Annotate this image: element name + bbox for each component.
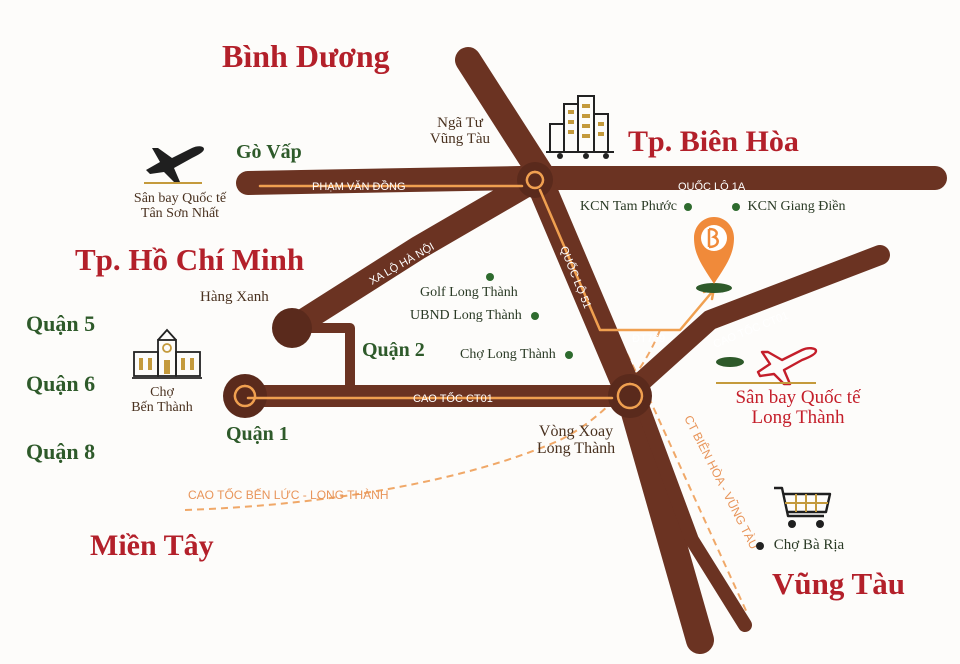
poi-ubnd-long-thanh: UBND Long Thành bbox=[410, 308, 540, 324]
place-tan-son-nhat: Sân bay Quốc tế Tân Sơn Nhất bbox=[125, 191, 235, 221]
poi-kcn-giang-dien: KCN Giang Điền bbox=[732, 199, 846, 215]
region-vung-tau: Vũng Tàu bbox=[772, 566, 905, 601]
poi-dot bbox=[486, 272, 494, 281]
place-nga-tu-vung-tau: Ngã Tư Vũng Tàu bbox=[400, 115, 520, 148]
route-node-ring-q1 bbox=[233, 384, 257, 408]
region-mien-tay: Miền Tây bbox=[90, 529, 214, 562]
poi-dot bbox=[565, 350, 574, 359]
poi-kcn-tam-phuoc: KCN Tam Phước bbox=[580, 199, 693, 215]
nga-tu-line-1: Ngã Tư bbox=[437, 115, 483, 131]
city-buildings-icon bbox=[546, 95, 614, 159]
label-ben-luc: CAO TỐC BẾN LỨC - LONG THÀNH bbox=[188, 487, 389, 502]
node-vong-xoay-long-thanh bbox=[608, 374, 652, 418]
district-quan-2: Quận 2 bbox=[362, 339, 425, 361]
node-hang-xanh bbox=[272, 308, 312, 348]
poi-kcn-tam-phuoc-label: KCN Tam Phước bbox=[580, 199, 677, 214]
place-vong-xoay-long-thanh: Vòng Xoay Long Thành bbox=[520, 423, 632, 458]
label-pham-van-dong: PHẠM VĂN ĐỒNG bbox=[312, 180, 406, 193]
region-bien-hoa: Tp. Biên Hòa bbox=[628, 125, 799, 158]
poi-dot bbox=[756, 541, 764, 550]
district-go-vap: Gò Vấp bbox=[236, 141, 302, 163]
poi-ubnd-label: UBND Long Thành bbox=[410, 308, 522, 323]
poi-golf-long-thanh: Golf Long Thành bbox=[420, 285, 518, 300]
poi-dot bbox=[684, 202, 693, 211]
node-quan-1 bbox=[223, 374, 267, 418]
ben-thanh-line-1: Chợ bbox=[150, 385, 174, 400]
airplane-icon bbox=[716, 347, 818, 386]
road-cao-toc-ct01-east bbox=[620, 245, 890, 402]
district-quan-5: Quận 5 bbox=[26, 311, 96, 336]
road-xa-lo-ha-noi bbox=[280, 168, 547, 340]
route-line-ql51 bbox=[538, 188, 714, 332]
node-nga-tu-vung-tau bbox=[517, 162, 553, 198]
tsn-line-2: Tân Sơn Nhất bbox=[140, 205, 220, 221]
tsn-line-1: Sân bay Quốc tế bbox=[133, 191, 227, 206]
poi-dot bbox=[531, 311, 540, 320]
poi-golf-dot-wrap bbox=[486, 270, 494, 285]
region-binh-duong: Bình Dương bbox=[222, 38, 390, 74]
route-node-ring-vx bbox=[616, 382, 644, 410]
poi-cho-lt-label: Chợ Long Thành bbox=[460, 347, 556, 362]
place-hang-xanh: Hàng Xanh bbox=[200, 289, 269, 305]
lt-airport-line-1: Sân bay Quốc tế bbox=[735, 387, 861, 408]
place-ben-thanh: Chợ Bến Thành bbox=[122, 385, 202, 415]
poi-cho-ba-ria-label: Chợ Bà Rịa bbox=[773, 537, 845, 553]
nga-tu-line-2: Vũng Tàu bbox=[429, 130, 491, 147]
poi-cho-long-thanh: Chợ Long Thành bbox=[460, 347, 574, 363]
shopping-cart-icon bbox=[774, 486, 832, 528]
vong-xoay-line-2: Long Thành bbox=[536, 439, 616, 457]
road-ct-bien-hoa-vung-tau bbox=[633, 393, 752, 632]
ben-thanh-line-2: Bến Thành bbox=[131, 399, 193, 415]
poi-cho-ba-ria: Chợ Bà Rịa bbox=[756, 537, 845, 554]
route-node-ring bbox=[525, 170, 545, 190]
lt-airport-line-2: Long Thành bbox=[751, 406, 845, 428]
location-pin-icon[interactable] bbox=[690, 214, 738, 294]
district-quan-6: Quận 6 bbox=[26, 371, 96, 396]
district-quan-8: Quận 8 bbox=[26, 439, 96, 464]
label-cao-toc-ct01-main: CAO TỐC CT01 bbox=[413, 391, 493, 405]
region-ho-chi-minh: Tp. Hồ Chí Minh bbox=[75, 242, 305, 277]
district-quan-1: Quận 1 bbox=[226, 423, 289, 445]
poi-kcn-giang-dien-label: KCN Giang Điền bbox=[747, 199, 846, 214]
road-quoc-lo-51-north bbox=[455, 47, 558, 193]
place-long-thanh-airport: Sân bay Quốc tế Long Thành bbox=[718, 388, 878, 428]
label-quoc-lo-1a: QUỐC LỘ 1A bbox=[678, 179, 746, 193]
vong-xoay-line-1: Vòng Xoay bbox=[538, 423, 614, 440]
poi-dot bbox=[732, 202, 740, 211]
airplane-icon bbox=[144, 146, 204, 184]
label-dt769: ĐT769 bbox=[632, 333, 665, 345]
market-building-icon bbox=[132, 328, 202, 379]
